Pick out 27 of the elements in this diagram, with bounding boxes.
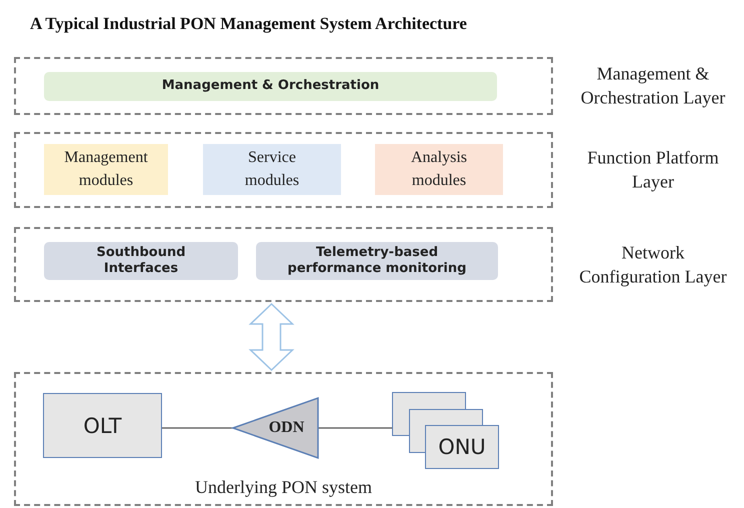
- double-arrow: [248, 302, 294, 372]
- system-panel: [14, 372, 553, 506]
- diagram-title: A Typical Industrial PON Management System Architecture: [30, 14, 467, 34]
- layer-label: Network Configuration Layer: [578, 241, 728, 288]
- device-label: OLT: [83, 414, 122, 438]
- component-label: Southbound Interfaces: [95, 244, 187, 278]
- module-label: Service modules: [244, 148, 300, 190]
- component-box: [256, 242, 498, 280]
- device-label: ONU: [438, 435, 486, 459]
- device-stack: [392, 392, 498, 468]
- odn-triangle: [233, 398, 318, 458]
- system-label: Underlying PON system: [195, 477, 372, 498]
- connector-line: [162, 427, 233, 429]
- layer-label: Function Platform Layer: [586, 146, 720, 194]
- component-box: [44, 242, 238, 280]
- module-box: [44, 144, 168, 195]
- component-box: [44, 72, 497, 101]
- component-label: Telemetry-based performance monitoring: [286, 244, 468, 278]
- device-box: [43, 393, 162, 458]
- device-label: ODN: [268, 419, 304, 437]
- module-label: Management modules: [63, 148, 149, 190]
- module-box: [375, 144, 503, 195]
- connector-line: [318, 427, 392, 429]
- layer-label: Management & Orchestration Layer: [580, 62, 726, 110]
- module-label: Analysis modules: [410, 148, 468, 190]
- component-label: Management & Orchestration: [160, 78, 380, 95]
- module-box: [203, 144, 341, 195]
